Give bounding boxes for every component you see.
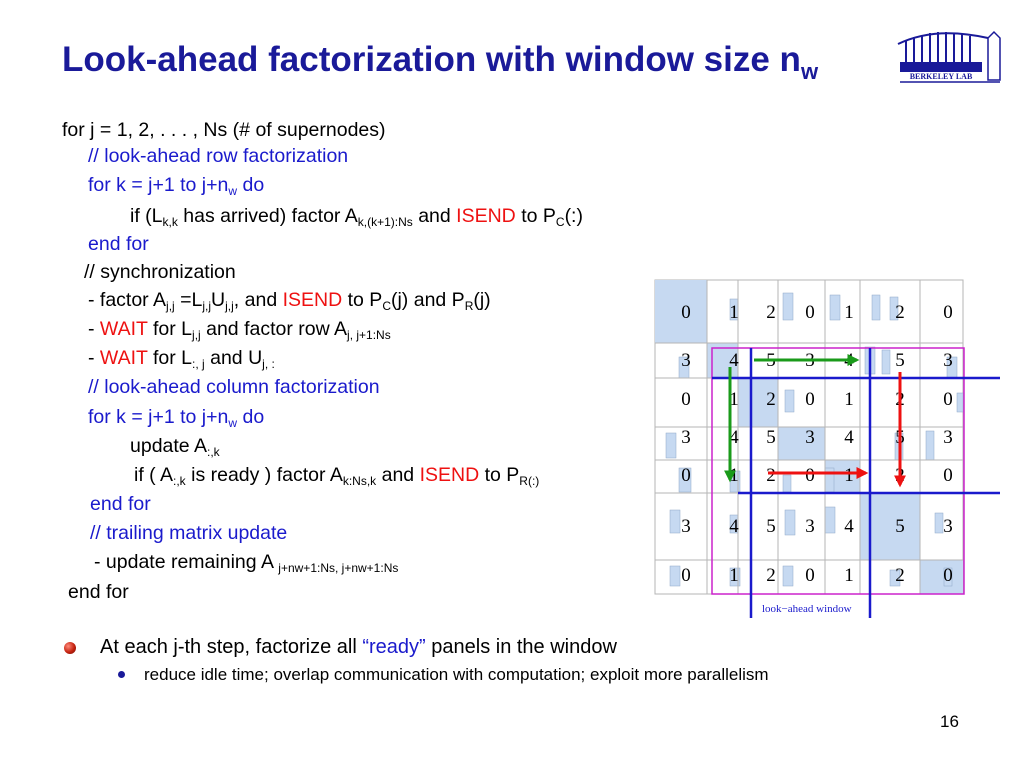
cell-label: 0 [681, 565, 691, 586]
cell-label: 3 [681, 516, 691, 537]
sparse-block [956, 392, 964, 413]
cell-label: 0 [805, 389, 815, 410]
code-line-wait-col: - WAIT for L:, j and Uj, : [88, 347, 275, 371]
diagonal-block [920, 560, 963, 594]
sparse-block [881, 349, 891, 375]
cell-label: 1 [729, 389, 739, 410]
cell-label: 4 [729, 427, 739, 448]
sparse-block [678, 467, 692, 493]
cell-label: 1 [844, 565, 854, 586]
sparse-block [669, 509, 681, 534]
active-panel-outline [711, 347, 965, 595]
look-ahead-matrix-diagram: 0120120345345301201203453453012012034534… [654, 279, 1000, 618]
cell-label: 0 [805, 565, 815, 586]
sparse-block [829, 294, 841, 321]
cell-label: 5 [766, 516, 776, 537]
cell-label: 4 [844, 427, 854, 448]
sparse-block [782, 565, 794, 587]
cell-label: 0 [805, 302, 815, 323]
sparse-block [782, 292, 794, 321]
code-line-for-k-row: for k = j+1 to j+nw do [88, 174, 265, 198]
cell-label: 5 [766, 427, 776, 448]
cell-label: 2 [766, 302, 776, 323]
cell-label: 2 [766, 465, 776, 486]
cell-label: 1 [729, 302, 739, 323]
code-line-for-j: for j = 1, 2, . . . , Ns (# of supernode… [62, 119, 386, 141]
code-line-if-arrived: if (Lk,k has arrived) factor Ak,(k+1):Ns… [130, 205, 583, 229]
cell-label: 5 [895, 516, 905, 537]
diagonal-block [738, 378, 778, 427]
code-line-end-for-3: end for [68, 581, 129, 603]
sparse-block [934, 512, 944, 534]
code-line-comment-row: // look-ahead row factorization [88, 145, 349, 167]
cell-label: 0 [681, 465, 691, 486]
cell-label: 3 [805, 516, 815, 537]
code-line-if-ready: if ( A:,k is ready ) factor Ak:Ns,k and … [134, 464, 540, 488]
sparse-block [889, 296, 899, 321]
cell-label: 1 [844, 389, 854, 410]
cell-label: 4 [844, 516, 854, 537]
cell-label: 2 [766, 565, 776, 586]
code-line-wait-row: - WAIT for Lj,j and factor row Aj, j+1:N… [88, 318, 391, 342]
cell-label: 2 [766, 389, 776, 410]
diagonal-block [655, 280, 707, 343]
cell-label: 3 [943, 427, 953, 448]
sparse-block [784, 509, 796, 536]
sparse-block [784, 389, 795, 413]
sparse-block [782, 474, 792, 493]
look-ahead-window-label: look−ahead window [762, 603, 852, 615]
code-line-for-k-col: for k = j+1 to j+nw do [88, 406, 265, 430]
cell-label: 1 [844, 302, 854, 323]
sparse-block [943, 567, 953, 587]
page-number: 16 [940, 712, 959, 731]
cell-label: 0 [943, 565, 953, 586]
cell-label: 3 [681, 350, 691, 371]
cell-label: 4 [729, 516, 739, 537]
code-line-update: update A:,k [130, 435, 220, 459]
cell-label: 0 [805, 465, 815, 486]
cell-label: 0 [943, 302, 953, 323]
cell-label: 3 [681, 427, 691, 448]
cell-label: 3 [943, 516, 953, 537]
code-line-update-remaining: - update remaining A j+nw+1:Ns, j+nw+1:N… [94, 551, 399, 575]
code-line-end-for-1: end for [88, 233, 149, 255]
cell-label: 5 [895, 350, 905, 371]
sparse-block [669, 565, 681, 587]
cell-label: 3 [943, 350, 953, 371]
sparse-block [824, 506, 836, 534]
sparse-block [729, 567, 741, 587]
cell-label: 1 [729, 565, 739, 586]
cell-label: 2 [895, 302, 905, 323]
code-line-sync: // synchronization [84, 261, 236, 283]
code-line-comment-trailing: // trailing matrix update [90, 522, 288, 544]
sparse-block [925, 430, 935, 461]
cell-label: 4 [729, 350, 739, 371]
cell-label: 0 [943, 465, 953, 486]
logo-text: BERKELEY LAB [910, 72, 973, 81]
cell-label: 2 [895, 565, 905, 586]
cell-label: 0 [681, 302, 691, 323]
bullet-ball-icon [64, 642, 76, 654]
cell-label: 0 [943, 389, 953, 410]
code-line-comment-col: // look-ahead column factorization [88, 376, 380, 398]
berkeley-lab-logo: BERKELEY LAB [890, 22, 1010, 107]
cell-label: 0 [681, 389, 691, 410]
bullet-dot-icon [118, 671, 125, 678]
code-line-end-for-2: end for [90, 493, 151, 515]
diagonal-block [778, 427, 825, 460]
slide-title: Look-ahead factorization with window siz… [62, 40, 819, 84]
cell-label: 3 [805, 427, 815, 448]
sparse-block [871, 294, 881, 321]
sparse-block [889, 569, 901, 587]
cell-label: 1 [844, 465, 854, 486]
sparse-block [665, 432, 677, 459]
code-line-factor-ajj: - factor Aj,j =Lj,jUj,j, and ISEND to PC… [88, 289, 491, 313]
